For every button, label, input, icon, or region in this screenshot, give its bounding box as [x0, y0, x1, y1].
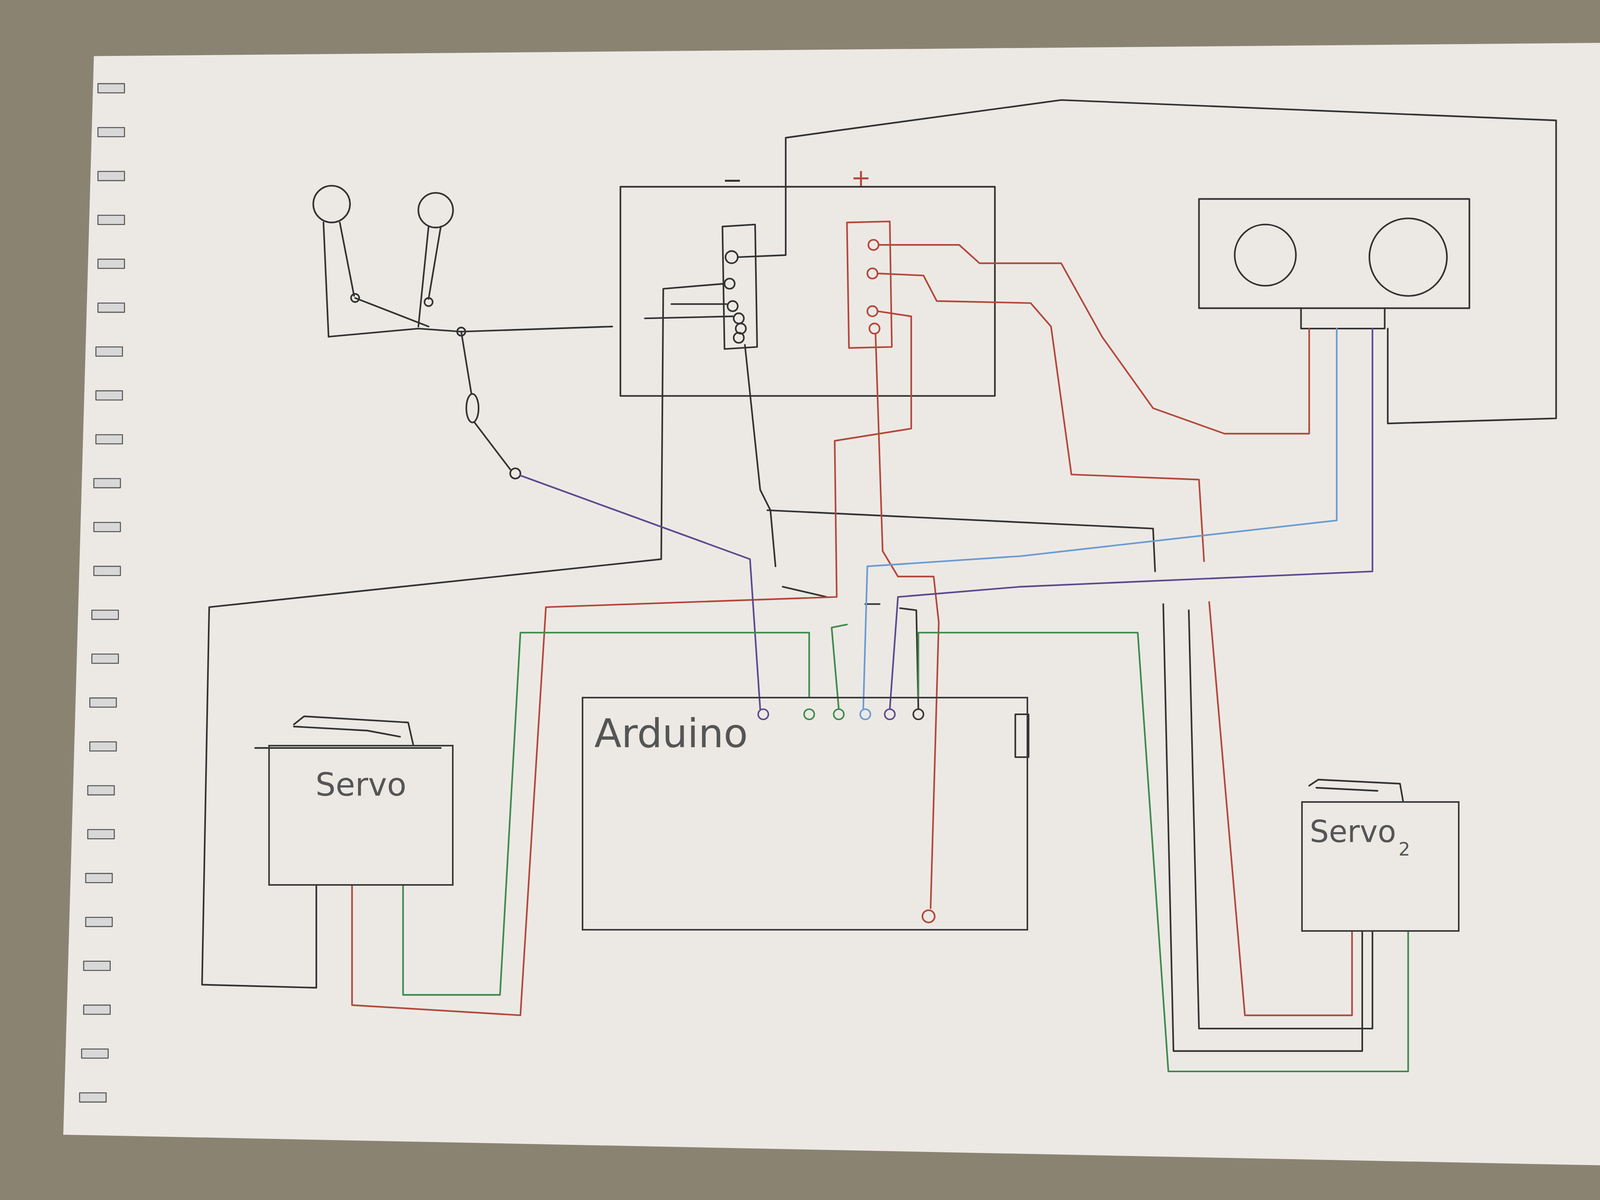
servo-signal-wire — [403, 632, 810, 995]
part-subscript: 2 — [1398, 838, 1410, 860]
servo-box: Servo — [268, 744, 454, 886]
text-row: Arduino — [594, 710, 1027, 757]
rail-polarity-label: + — [851, 165, 872, 190]
part-name: Servo — [315, 766, 407, 804]
rail-polarity-label: − — [722, 167, 743, 192]
arduino-board: Arduino — [581, 696, 1029, 931]
servo-box: Servo2 — [1301, 801, 1460, 932]
text-row: Servo — [269, 766, 452, 804]
text-row: Servo2 — [1309, 813, 1459, 850]
part-name: Arduino — [594, 710, 749, 757]
part-name: Servo — [1309, 813, 1397, 850]
wire-line — [403, 632, 810, 995]
